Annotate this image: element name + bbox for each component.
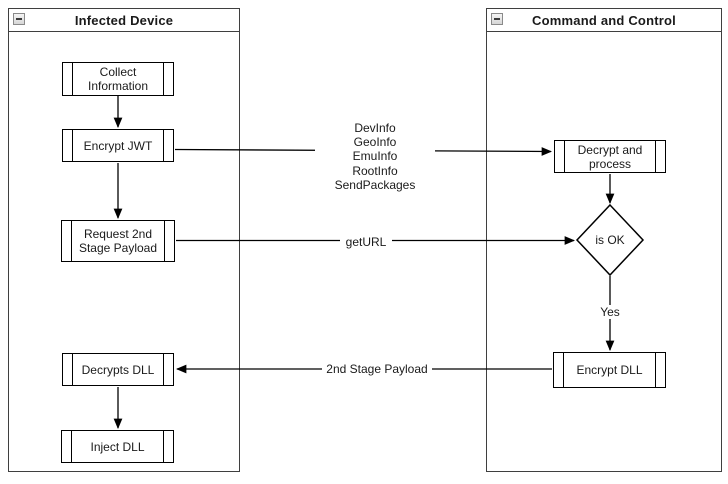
node-encrypt-dll[interactable]: Encrypt DLL [553, 352, 666, 388]
node-request-2nd-stage-payload[interactable]: Request 2nd Stage Payload [61, 220, 175, 262]
node-decrypt-and-process[interactable]: Decrypt and process [554, 140, 666, 173]
node-collect-information[interactable]: Collect Information [62, 62, 174, 96]
node-label: Inject DLL [90, 439, 145, 454]
lane-title: Command and Control [532, 12, 676, 28]
node-label: Request 2nd Stage Payload [78, 227, 158, 255]
edge-label-geturl: getURL [340, 235, 392, 250]
edge-label-yes: Yes [595, 305, 625, 320]
node-label: Decrypts DLL [81, 362, 155, 377]
node-label: Encrypt JWT [83, 138, 153, 153]
minus-icon [16, 18, 22, 20]
edge-label-send-info: DevInfo GeoInfo EmuInfo RootInfo SendPac… [315, 121, 435, 193]
lane-title: Infected Device [74, 12, 174, 28]
node-encrypt-jwt[interactable]: Encrypt JWT [62, 129, 174, 162]
lane-header-command-and-control: Command and Control [487, 9, 721, 32]
node-inject-dll[interactable]: Inject DLL [61, 430, 174, 463]
edge-label-2nd-stage-payload: 2nd Stage Payload [322, 362, 432, 377]
collapse-icon[interactable] [13, 13, 25, 25]
collapse-icon[interactable] [491, 13, 503, 25]
node-is-ok-label: is OK [595, 233, 625, 247]
lane-header-infected-device: Infected Device [9, 9, 239, 32]
minus-icon [494, 18, 500, 20]
node-label: Encrypt DLL [576, 363, 643, 377]
node-decrypts-dll[interactable]: Decrypts DLL [62, 353, 174, 386]
node-label: Decrypt and process [577, 142, 643, 171]
node-label: Collect Information [87, 65, 149, 93]
